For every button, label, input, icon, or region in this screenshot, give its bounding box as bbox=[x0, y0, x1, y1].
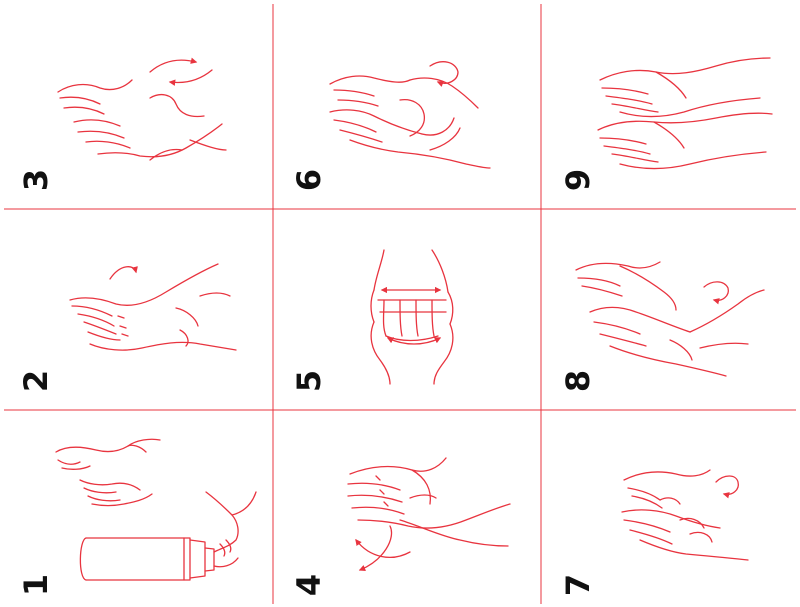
interlaced-fingers-icon bbox=[348, 458, 510, 570]
fingertips-rub-icon bbox=[622, 470, 748, 560]
step-number-1: 1 bbox=[17, 574, 55, 596]
palm-to-palm-rub-icon bbox=[70, 264, 236, 350]
step-number-4: 4 bbox=[290, 574, 328, 596]
step-number-2: 2 bbox=[17, 370, 55, 392]
clean-hands-icon bbox=[598, 58, 772, 169]
step-number-9: 9 bbox=[559, 169, 597, 191]
step-number-5: 5 bbox=[290, 370, 328, 392]
fingers-interlocked-icon bbox=[371, 250, 453, 384]
step-number-8: 8 bbox=[559, 370, 597, 392]
step-number-3: 3 bbox=[17, 169, 55, 191]
back-of-hands-rub-icon bbox=[58, 60, 226, 160]
step-number-7: 7 bbox=[559, 574, 597, 596]
step-number-6: 6 bbox=[290, 169, 328, 191]
soap-dispenser-icon bbox=[56, 439, 256, 580]
wrist-rub-icon bbox=[576, 262, 764, 376]
thumb-rotational-rub-icon bbox=[330, 62, 490, 168]
